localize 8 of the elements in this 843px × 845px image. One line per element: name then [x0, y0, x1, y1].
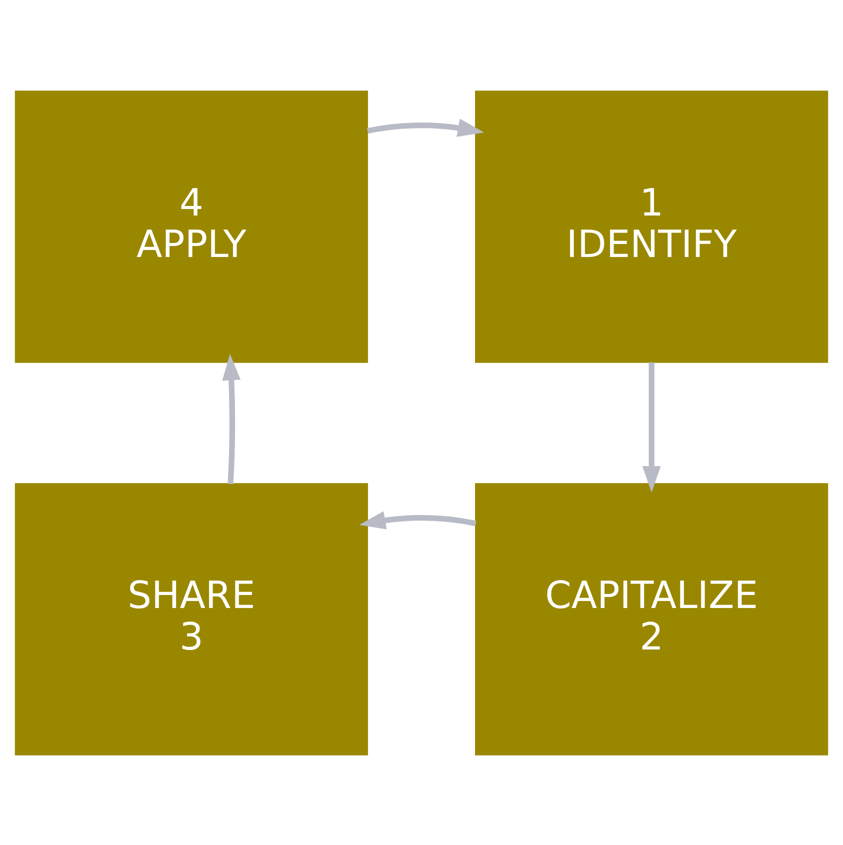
node-box: 4 APPLY [14, 90, 368, 362]
node-box: SHARE 3 [14, 482, 368, 755]
arrow [642, 362, 661, 492]
node-box: 1 IDENTIFY [475, 90, 828, 362]
node-box: CAPITALIZE 2 [475, 482, 828, 755]
arrow [359, 510, 476, 529]
arrow [222, 353, 241, 484]
arrow [367, 118, 484, 136]
